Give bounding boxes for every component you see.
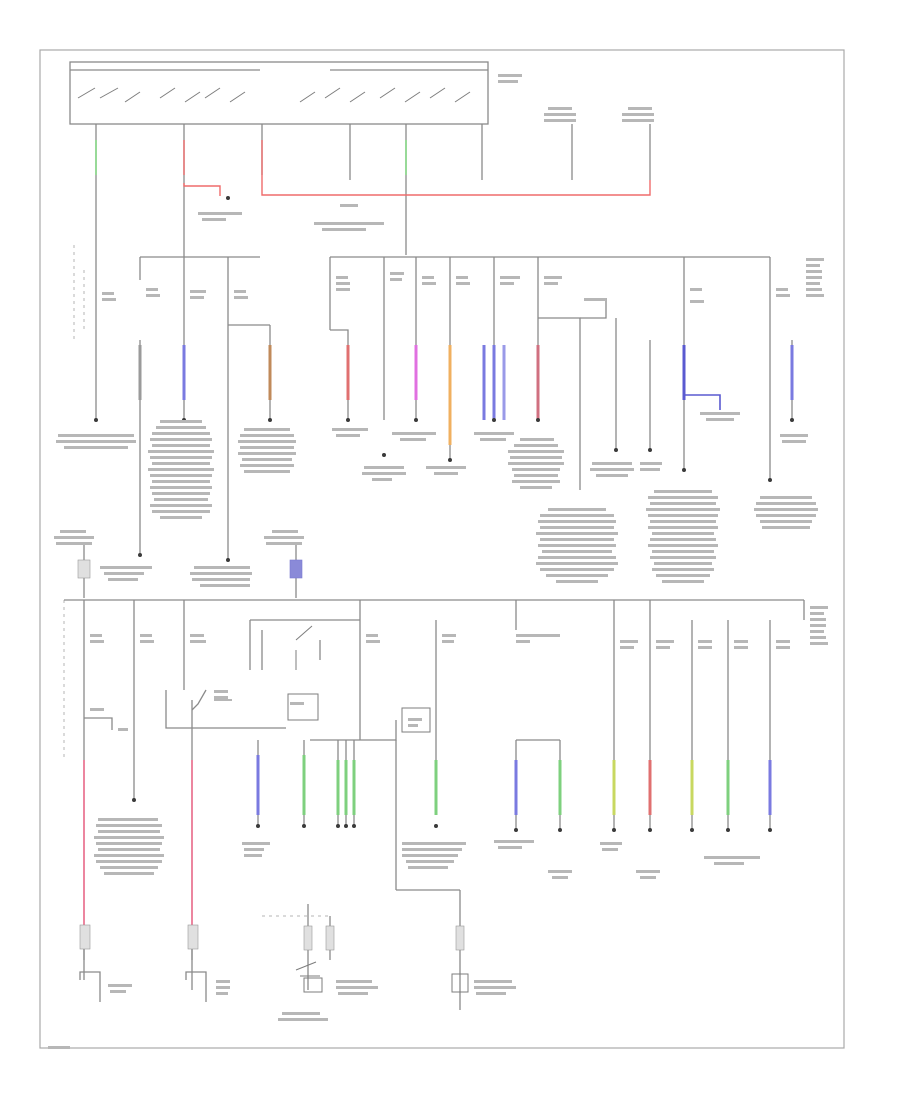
bottom-section [48, 890, 516, 1049]
diagram-frame [39, 49, 845, 1049]
upper-labels [102, 258, 824, 303]
lower-bus [64, 599, 805, 620]
top-wires [95, 124, 651, 255]
fuse-relay-block [69, 61, 522, 125]
upper-device-labels [56, 412, 818, 583]
mid-labels [54, 530, 304, 587]
ground-dashes [63, 245, 85, 760]
lower-labels [90, 606, 828, 879]
lower-drops [83, 600, 771, 990]
lower-terminals [132, 798, 772, 832]
upper-bus [140, 256, 771, 290]
upper-terminals [94, 418, 794, 562]
lower-colored-segments [83, 755, 772, 930]
upper-colored-segments [138, 345, 794, 445]
mid-connectors [77, 545, 303, 598]
connector-labels-top [544, 107, 654, 122]
